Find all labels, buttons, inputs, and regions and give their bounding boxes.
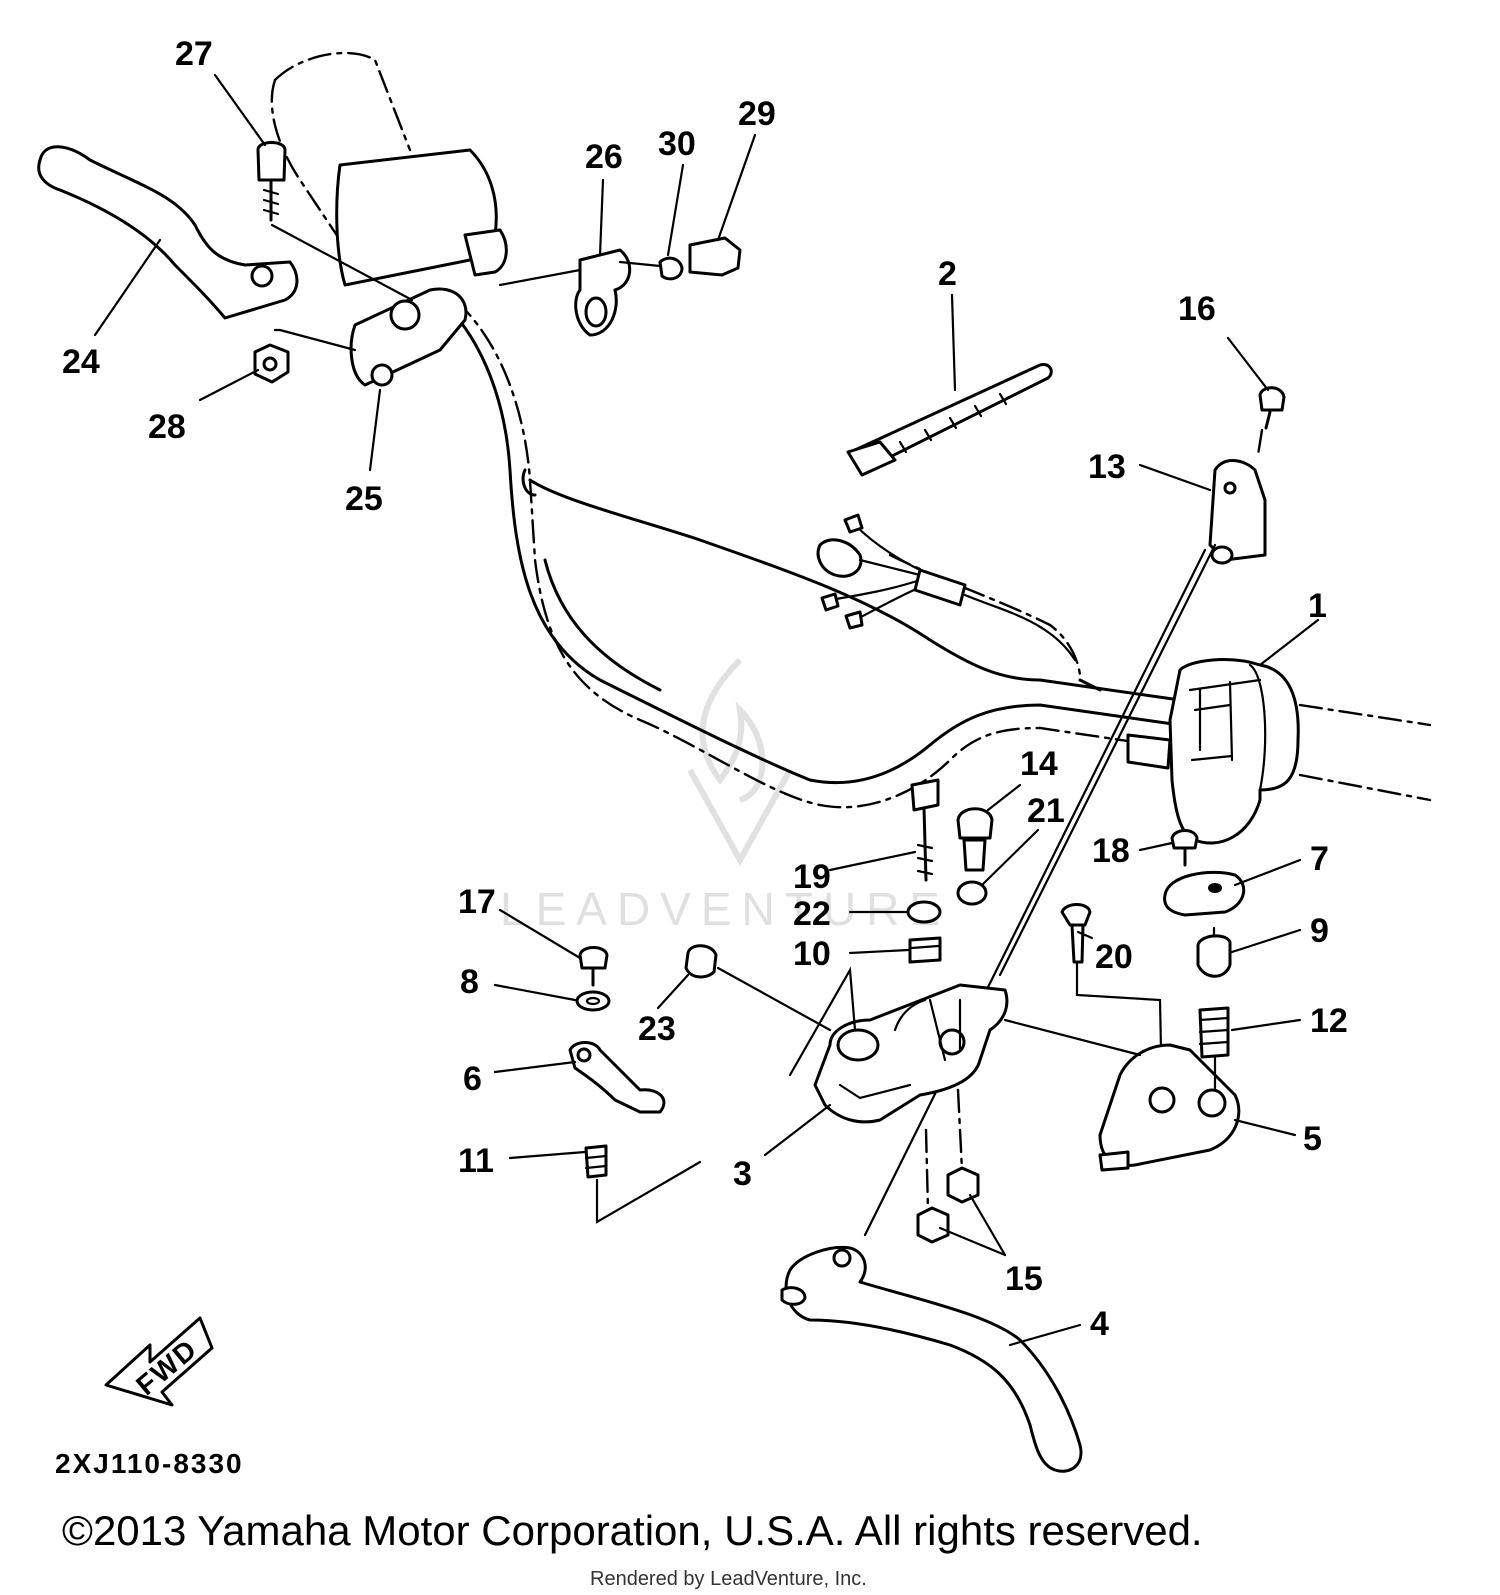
copyright-text: ©2013 Yamaha Motor Corporation, U.S.A. A… <box>62 1507 1203 1554</box>
leader-13-to-4 <box>863 548 1207 1237</box>
brake-lever-holder <box>788 966 1009 1124</box>
part-number-callouts: 1 2 3 4 5 6 7 8 9 10 11 12 13 14 15 16 1… <box>62 35 1348 1343</box>
callout-23: 23 <box>638 1010 676 1048</box>
left-grip <box>270 51 412 242</box>
brake-lever <box>780 1245 1083 1473</box>
clamp-assembly <box>498 236 742 337</box>
cable-tie <box>846 362 1053 477</box>
watermark-text: LEADVENTURE <box>500 883 950 935</box>
callout-8: 8 <box>460 963 479 1001</box>
callout-26: 26 <box>585 138 623 176</box>
callout-20: 20 <box>1095 938 1133 976</box>
drawing-code: 2XJ110-8330 <box>55 1448 244 1479</box>
pivot-bolt <box>256 141 287 222</box>
callout-7: 7 <box>1310 840 1329 878</box>
callout-13: 13 <box>1088 448 1126 486</box>
callout-14: 14 <box>1020 745 1058 783</box>
right-switch-housing <box>1126 658 1432 845</box>
callout-18: 18 <box>1092 832 1130 870</box>
callout-17: 17 <box>458 883 496 921</box>
right-switch-parts <box>1003 829 1246 1172</box>
callout-27: 27 <box>175 35 213 73</box>
callout-15: 15 <box>1005 1260 1043 1298</box>
fwd-arrow: FWD <box>104 1316 214 1407</box>
nut <box>253 328 357 384</box>
callout-11: 11 <box>458 1142 494 1180</box>
leader-holder-to-13 <box>998 543 1217 977</box>
rendered-by-text: Rendered by LeadVenture, Inc. <box>590 1568 867 1590</box>
callout-25: 25 <box>345 480 383 518</box>
callout-29: 29 <box>738 95 776 133</box>
bolt-19 <box>910 778 940 882</box>
switch-clamp <box>1208 386 1286 565</box>
handlebar <box>438 298 1182 809</box>
callout-28: 28 <box>148 408 186 446</box>
callout-12: 12 <box>1310 1002 1348 1040</box>
callout-2: 2 <box>938 255 957 293</box>
callout-5: 5 <box>1303 1120 1322 1158</box>
leader-lines <box>93 73 1320 1347</box>
clutch-holder <box>335 148 508 387</box>
callout-21: 21 <box>1027 792 1065 830</box>
pin-14 <box>956 807 994 872</box>
wiring-harness <box>816 513 1077 662</box>
callout-1: 1 <box>1308 587 1327 625</box>
callout-4: 4 <box>1090 1305 1109 1343</box>
clutch-lever <box>37 145 414 320</box>
callout-22: 22 <box>793 895 831 933</box>
callout-30: 30 <box>658 125 696 163</box>
cap-23 <box>684 944 832 1032</box>
callout-3: 3 <box>733 1155 752 1193</box>
callout-9: 9 <box>1310 912 1329 950</box>
washers <box>906 880 988 964</box>
left-small-parts <box>568 946 702 1224</box>
callout-24: 24 <box>62 343 100 381</box>
callout-10: 10 <box>793 935 831 973</box>
nuts-15 <box>916 1088 980 1244</box>
callout-6: 6 <box>463 1060 482 1098</box>
callout-16: 16 <box>1178 290 1216 328</box>
leadventure-watermark: LEADVENTURE <box>500 657 950 935</box>
callout-19: 19 <box>793 858 831 896</box>
